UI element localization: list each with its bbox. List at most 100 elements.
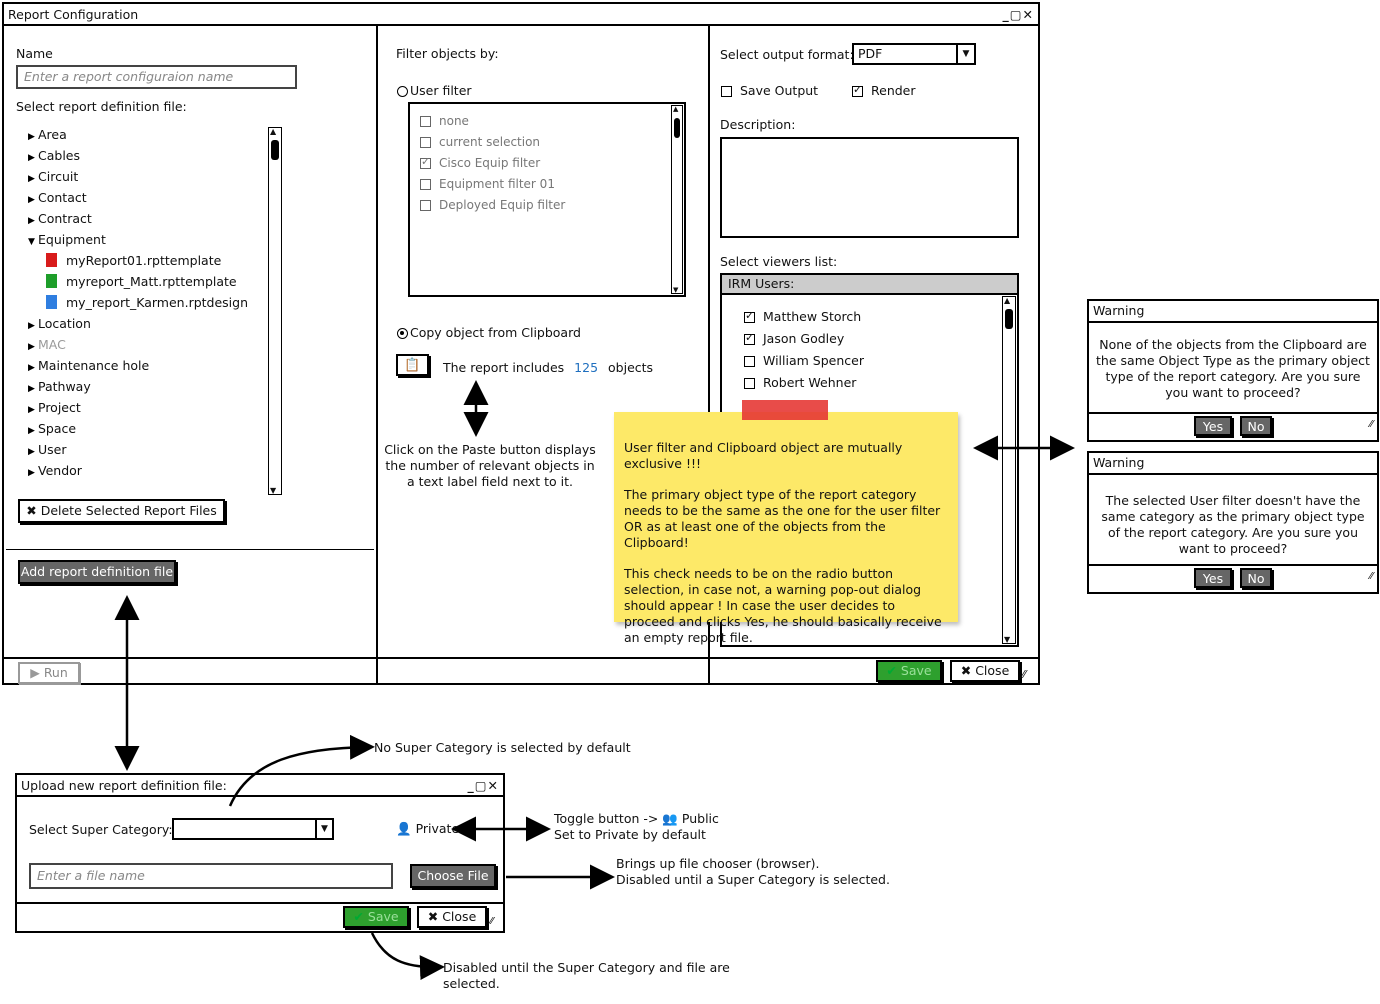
super-category-select[interactable]: ▼ — [172, 818, 334, 840]
scroll-up-icon[interactable]: ▲ — [270, 127, 277, 136]
tree-item-label: Contract — [38, 211, 92, 226]
tree-item[interactable]: ▶Project — [28, 400, 81, 415]
scroll-thumb[interactable] — [271, 140, 279, 160]
viewers-group-header: IRM Users: — [722, 275, 1017, 295]
viewer-item[interactable]: ✓Matthew Storch — [744, 309, 861, 324]
output-format-select[interactable]: PDF ▼ — [852, 43, 976, 65]
scroll-down-icon[interactable]: ▼ — [673, 286, 679, 294]
upload-save-button[interactable]: ✔ Save — [343, 906, 409, 928]
resize-grip-icon[interactable]: ⁄⁄ — [1022, 668, 1026, 681]
expand-right-icon[interactable]: ▶ — [28, 447, 35, 457]
scroll-down-icon[interactable]: ▼ — [1004, 635, 1011, 644]
expand-right-icon[interactable]: ▶ — [28, 342, 35, 352]
checkbox-icon — [721, 86, 732, 97]
filter-item[interactable]: current selection — [420, 135, 540, 149]
tree-item[interactable]: ▶User — [28, 442, 67, 457]
delete-selected-files-button[interactable]: ✖ Delete Selected Report Files — [18, 499, 225, 523]
tree-item[interactable]: ▶Vendor — [28, 463, 82, 478]
report-name-input[interactable]: Enter a report configuraion name — [16, 65, 297, 89]
scroll-down-icon[interactable]: ▼ — [270, 486, 277, 495]
yes-button[interactable]: Yes — [1194, 416, 1232, 436]
no-button[interactable]: No — [1240, 416, 1272, 436]
viewers-label: Select viewers list: — [720, 254, 838, 269]
tree-item[interactable]: ▶Space — [28, 421, 76, 436]
scroll-thumb[interactable] — [1005, 309, 1013, 329]
radio-icon — [397, 86, 408, 97]
filter-scrollbar[interactable]: ▲ ▼ — [671, 105, 683, 294]
expand-right-icon[interactable]: ▶ — [28, 363, 35, 373]
tree-item[interactable]: myReport01.rpttemplate — [46, 253, 221, 268]
dialog-footer: Yes No ⁄⁄ — [1089, 564, 1377, 592]
upload-close-button[interactable]: ✖ Close — [417, 906, 487, 928]
dropdown-icon[interactable]: ▼ — [956, 45, 974, 63]
expand-right-icon[interactable]: ▶ — [28, 321, 35, 331]
tree-item[interactable]: ▶Pathway — [28, 379, 91, 394]
warning-dialog-2: Warning The selected User filter doesn't… — [1087, 451, 1379, 594]
window-titlebar: Upload new report definition file: _▢✕ — [17, 775, 503, 797]
render-checkbox[interactable]: ✓Render — [852, 83, 916, 98]
annotation-save-disabled: Disabled until the Super Category and fi… — [443, 960, 730, 991]
scroll-thumb[interactable] — [674, 118, 680, 138]
paste-button[interactable]: 📋 — [396, 354, 429, 376]
tree-item[interactable]: myreport_Matt.rpttemplate — [46, 274, 237, 289]
filter-item[interactable]: Deployed Equip filter — [420, 198, 565, 212]
viewer-item[interactable]: ✓Jason Godley — [744, 331, 844, 346]
add-report-definition-button[interactable]: Add report definition file — [18, 560, 176, 584]
tree-item[interactable]: my_report_Karmen.rptdesign — [46, 295, 248, 310]
no-button[interactable]: No — [1240, 568, 1272, 588]
select-definition-label: Select report definition file: — [16, 99, 187, 114]
filter-item[interactable]: none — [420, 114, 469, 128]
viewers-scrollbar[interactable]: ▲ ▼ — [1002, 296, 1016, 644]
tree-item-label: Equipment — [38, 232, 106, 247]
filter-item[interactable]: ✓Cisco Equip filter — [420, 156, 540, 170]
arrow-super-category — [228, 734, 375, 807]
yes-button[interactable]: Yes — [1194, 568, 1232, 588]
description-textarea[interactable] — [720, 137, 1019, 238]
close-x-icon: ✖ — [427, 909, 439, 924]
choose-file-button[interactable]: Choose File — [410, 864, 496, 888]
expand-down-icon[interactable]: ▼ — [28, 237, 35, 247]
privacy-toggle[interactable]: 👤 Private — [396, 821, 460, 836]
expand-right-icon[interactable]: ▶ — [28, 132, 35, 142]
expand-right-icon[interactable]: ▶ — [28, 153, 35, 163]
save-output-checkbox[interactable]: Save Output — [721, 83, 818, 98]
tree-item[interactable]: ▶Circuit — [28, 169, 78, 184]
tree-item[interactable]: ▶Area — [28, 127, 67, 142]
viewer-item[interactable]: Robert Wehner — [744, 375, 856, 390]
expand-right-icon[interactable]: ▶ — [28, 384, 35, 394]
window-controls[interactable]: _▢✕ — [467, 778, 499, 793]
file-name-input[interactable]: Enter a file name — [29, 863, 393, 889]
expand-right-icon[interactable]: ▶ — [28, 174, 35, 184]
tree-item[interactable]: ▶Contract — [28, 211, 92, 226]
dropdown-icon[interactable]: ▼ — [315, 820, 332, 838]
resize-grip-icon[interactable]: ⁄⁄ — [1369, 571, 1373, 582]
tree-item[interactable]: ▶Contact — [28, 190, 87, 205]
tree-item[interactable]: ▶Location — [28, 316, 91, 331]
tree-item[interactable]: ▶Maintenance hole — [28, 358, 149, 373]
close-button[interactable]: ✖ Close — [950, 660, 1020, 682]
filter-item[interactable]: Equipment filter 01 — [420, 177, 555, 191]
tree-item[interactable]: ▶Cables — [28, 148, 80, 163]
tree-item[interactable]: ▶MAC — [28, 337, 66, 352]
viewer-item[interactable]: William Spencer — [744, 353, 864, 368]
scroll-up-icon[interactable]: ▲ — [1004, 296, 1011, 305]
expand-right-icon[interactable]: ▶ — [28, 426, 35, 436]
expand-right-icon[interactable]: ▶ — [28, 405, 35, 415]
expand-right-icon[interactable]: ▶ — [28, 195, 35, 205]
clipboard-radio[interactable]: Copy object from Clipboard — [397, 325, 581, 340]
expand-right-icon[interactable]: ▶ — [28, 468, 35, 478]
filter-item-label: Deployed Equip filter — [439, 198, 566, 212]
tree-item[interactable]: ▼Equipment — [28, 232, 106, 247]
checkbox-icon — [420, 116, 431, 127]
expand-right-icon[interactable]: ▶ — [28, 216, 35, 226]
user-filter-radio[interactable]: User filter — [397, 83, 472, 98]
window-controls[interactable]: _▢✕ — [1002, 7, 1034, 22]
resize-grip-icon[interactable]: ⁄⁄ — [1369, 419, 1373, 430]
run-button[interactable]: ▶ Run — [18, 662, 80, 684]
viewer-item-label: William Spencer — [763, 353, 864, 368]
paste-note: Click on the Paste button displays the n… — [384, 442, 596, 489]
tree-scrollbar[interactable]: ▲ ▼ — [268, 127, 282, 495]
resize-grip-icon[interactable]: ⁄⁄ — [490, 916, 494, 927]
scroll-up-icon[interactable]: ▲ — [673, 105, 679, 113]
save-button[interactable]: ✔ Save — [876, 660, 942, 682]
